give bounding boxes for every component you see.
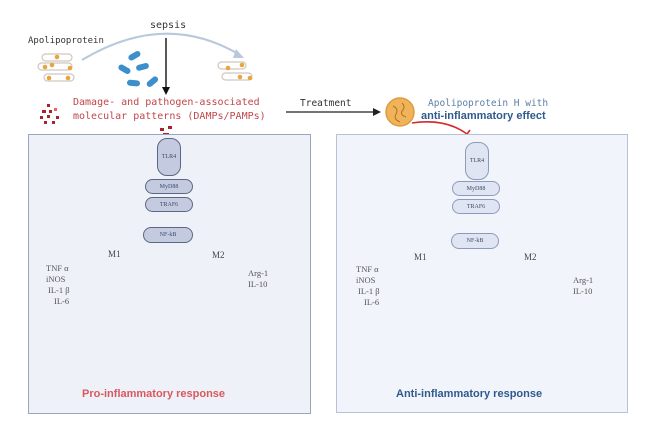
marker-il6: IL-6 — [364, 297, 380, 307]
apoh-label-line1: Apolipoprotein H with — [428, 98, 549, 109]
marker-inos: iNOS — [356, 275, 376, 285]
anti-inflammatory-response-label: Anti-inflammatory response — [396, 388, 543, 400]
apoh-label-line2: anti-inflammatory effect — [421, 110, 546, 122]
marker-il1b: IL-1 β — [48, 285, 70, 295]
apolipoprotein-arrowhead — [233, 49, 244, 58]
marker-il1b: IL-1 β — [358, 286, 380, 296]
apolipoprotein-curve-arrow — [81, 32, 241, 61]
marker-inos: iNOS — [46, 274, 66, 284]
m2-markers-right: Arg-1 IL-10 — [573, 275, 593, 297]
m1-label-right: M1 — [414, 252, 427, 262]
nfkb-left: NF-kB — [143, 227, 193, 243]
marker-il6: IL-6 — [54, 296, 70, 306]
nfkb-right: NF-kB — [451, 233, 499, 249]
m2-markers-left: Arg-1 IL-10 — [248, 268, 268, 290]
marker-il10: IL-10 — [248, 279, 268, 289]
m1-markers-left: TNF α iNOS IL-1 β IL-6 — [46, 263, 70, 307]
apoh-icon — [385, 97, 415, 127]
anti-inflammatory-panel — [336, 134, 628, 413]
sepsis-label: sepsis — [150, 20, 187, 31]
m2-label-right: M2 — [524, 252, 537, 262]
bacteria-icon — [118, 51, 159, 87]
damps-label-line1: Damage- and pathogen-associated — [73, 97, 260, 108]
marker-arg1: Arg-1 — [248, 268, 269, 278]
marker-il10: IL-10 — [573, 286, 593, 296]
m1-markers-right: TNF α iNOS IL-1 β IL-6 — [356, 264, 380, 308]
pro-inflammatory-response-label: Pro-inflammatory response — [82, 388, 226, 400]
tlr4-receptor-right: TLR4 — [465, 142, 489, 180]
myd88-adaptor-right: MyD88 — [452, 181, 500, 196]
marker-arg1: Arg-1 — [573, 275, 594, 285]
traf6-adaptor-left: TRAF6 — [145, 197, 193, 212]
m2-label-left: M2 — [212, 250, 225, 260]
apoh-inhibition-arrow — [411, 121, 468, 135]
apolipoprotein-left-icon — [37, 53, 75, 82]
marker-tnf: TNF α — [46, 263, 69, 273]
damps-icon — [40, 104, 59, 124]
damps-label-line2: molecular patterns (DAMPs/PAMPs) — [73, 111, 266, 122]
myd88-adaptor-left: MyD88 — [145, 179, 193, 194]
m1-label-left: M1 — [108, 249, 121, 259]
sepsis-arrowhead — [162, 87, 170, 95]
traf6-adaptor-right: TRAF6 — [452, 199, 500, 214]
damps-label: Damage- and pathogen-associated molecula… — [73, 96, 266, 124]
apolipoprotein-label: Apolipoprotein — [28, 36, 104, 46]
treatment-label: Treatment — [300, 98, 352, 109]
pro-inflammatory-panel — [28, 134, 311, 414]
tlr4-receptor-left: TLR4 — [157, 138, 181, 176]
marker-tnf: TNF α — [356, 264, 379, 274]
apolipoprotein-right-icon — [217, 61, 253, 81]
treatment-arrowhead — [373, 108, 381, 116]
